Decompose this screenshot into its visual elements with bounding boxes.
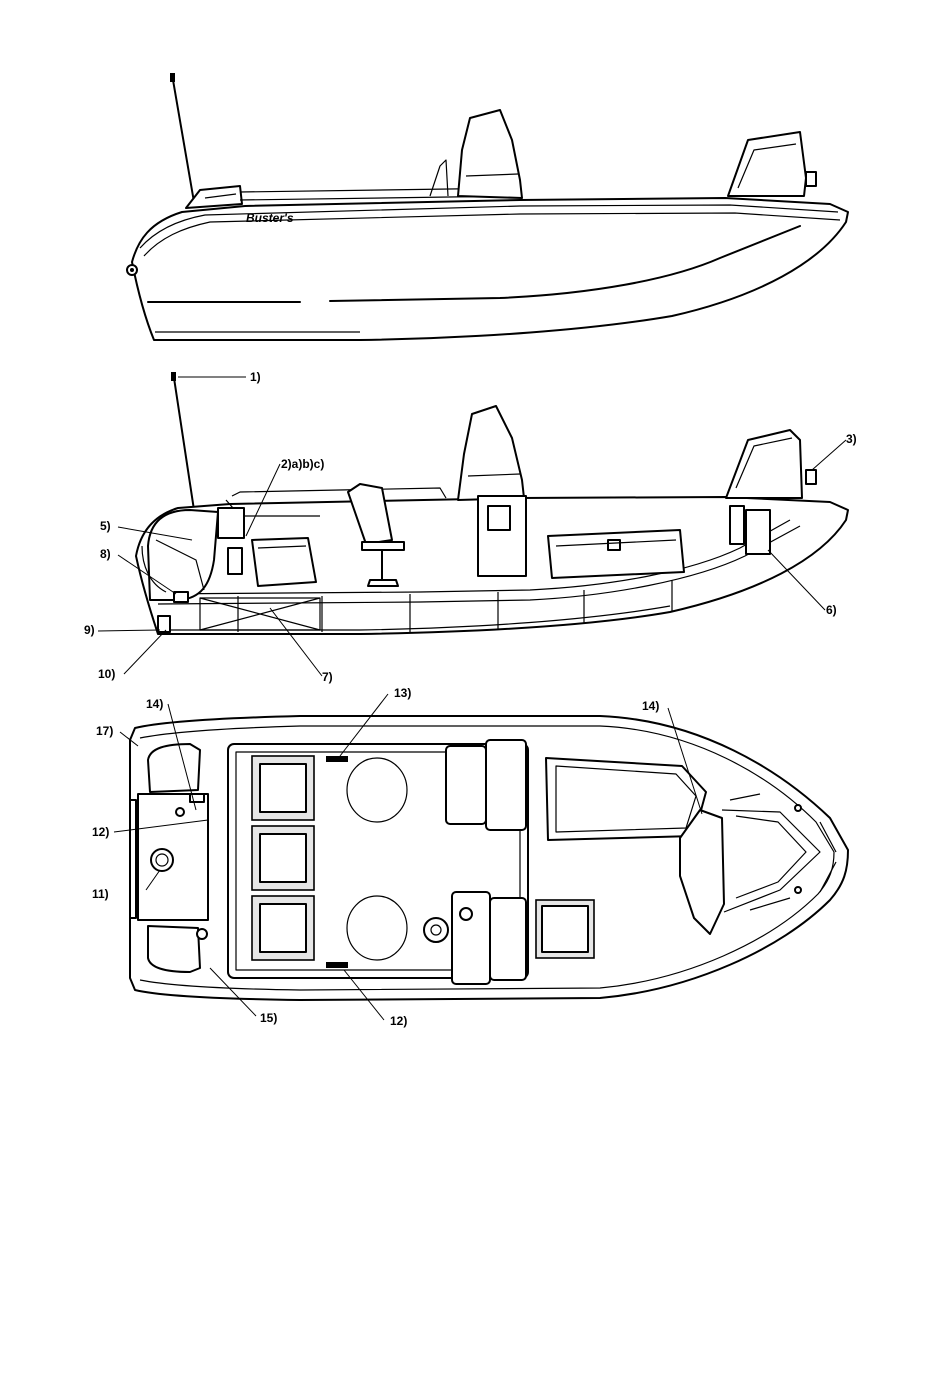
side-view-cutaway — [136, 372, 848, 634]
brand-logo: Buster's — [246, 211, 294, 225]
callout-15: 15) — [260, 1011, 277, 1025]
bow-eye — [127, 265, 137, 275]
callout-3: 3) — [846, 432, 857, 446]
callout-8: 8) — [100, 547, 111, 561]
callout-12-side: 12) — [390, 1014, 407, 1028]
callout-13: 13) — [394, 686, 411, 700]
callout-14-bow: 14) — [642, 699, 659, 713]
front-seat-left — [446, 740, 526, 830]
storage-box — [548, 530, 684, 578]
callout-12-stern: 12) — [92, 825, 109, 839]
callout-10: 10) — [98, 667, 115, 681]
hull-exterior — [132, 198, 848, 340]
callout-1: 1) — [250, 370, 261, 384]
antenna-cutaway — [171, 372, 194, 510]
drain-plug — [151, 849, 173, 871]
side-view-exterior: Buster's — [127, 73, 848, 340]
callout-5: 5) — [100, 519, 111, 533]
deck-hatches — [252, 756, 314, 960]
antenna — [170, 73, 194, 202]
callout-14-stern: 14) — [146, 697, 163, 711]
callout-9: 9) — [84, 623, 95, 637]
callout-6: 6) — [826, 603, 837, 617]
top-view — [130, 716, 848, 1000]
callout-7: 7) — [322, 670, 333, 684]
callout-2abc: 2)a)b)c) — [281, 457, 324, 471]
callout-11: 11) — [92, 887, 109, 901]
console-exterior — [458, 110, 522, 198]
callout-17: 17) — [96, 724, 113, 738]
